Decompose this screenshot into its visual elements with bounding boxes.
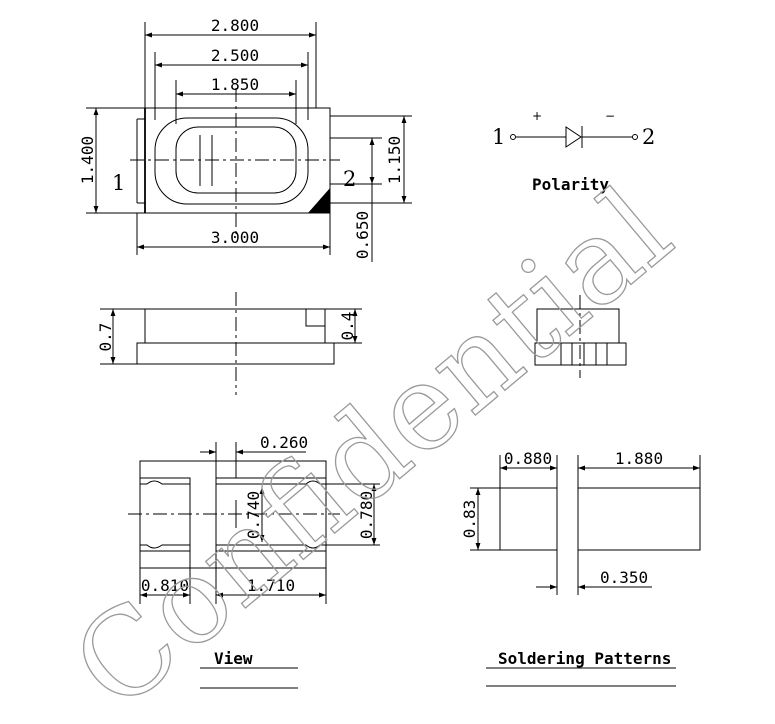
dim-width-total: 2.800	[211, 16, 259, 35]
dim-outer-height: 0.780	[357, 491, 376, 539]
dim-height-total: 1.400	[78, 136, 97, 184]
dim-pad-width: 1.710	[247, 576, 295, 595]
polarity-labels: 1 2 + − Polarity	[492, 109, 655, 194]
side-view-labels: 0.7 0.4	[96, 312, 357, 352]
dim-side-height: 0.7	[96, 323, 115, 352]
dim-left-width: 0.810	[141, 576, 189, 595]
pin-2-label: 2	[343, 167, 356, 191]
bottom-view	[128, 442, 380, 689]
dim-side-step: 0.4	[338, 312, 357, 341]
top-view-labels: 2.800 2.500 1.850 1.400 1.150 3.000 0.65…	[78, 16, 404, 259]
soldering-caption: Soldering Patterns	[498, 649, 671, 668]
dim-height-inner: 1.150	[385, 136, 404, 184]
front-side-view	[100, 292, 362, 395]
dim-width-mid: 2.500	[211, 46, 259, 65]
dim-left-pad: 0.880	[504, 449, 552, 468]
polarity-title: Polarity	[532, 175, 609, 194]
dim-right-pad: 1.880	[615, 449, 663, 468]
top-view	[86, 22, 412, 262]
polarity-pin-2: 2	[642, 125, 655, 149]
polarity-plus: +	[532, 109, 542, 123]
dim-offset: 0.650	[353, 211, 372, 259]
dim-bottom-width: 3.000	[211, 228, 259, 247]
end-side-view	[534, 295, 627, 378]
dim-inner-height: 0.740	[244, 491, 263, 539]
polarity-pin-1: 1	[492, 125, 505, 149]
dim-width-inner: 1.850	[211, 75, 259, 94]
dim-pad-gap: 0.350	[600, 568, 648, 587]
bottom-view-labels: 0.260 0.740 0.780 0.810 1.710 View	[141, 433, 376, 668]
bottom-view-caption: View	[214, 649, 253, 668]
soldering-labels: 0.880 1.880 0.83 0.350 Soldering Pattern…	[460, 449, 671, 668]
dim-gap: 0.260	[260, 433, 308, 452]
soldering-patterns	[470, 455, 701, 687]
pin-1-label: 1	[112, 171, 125, 195]
dim-pad-height: 0.83	[460, 500, 479, 539]
polarity-minus: −	[605, 109, 615, 123]
polarity-symbol	[510, 126, 638, 148]
